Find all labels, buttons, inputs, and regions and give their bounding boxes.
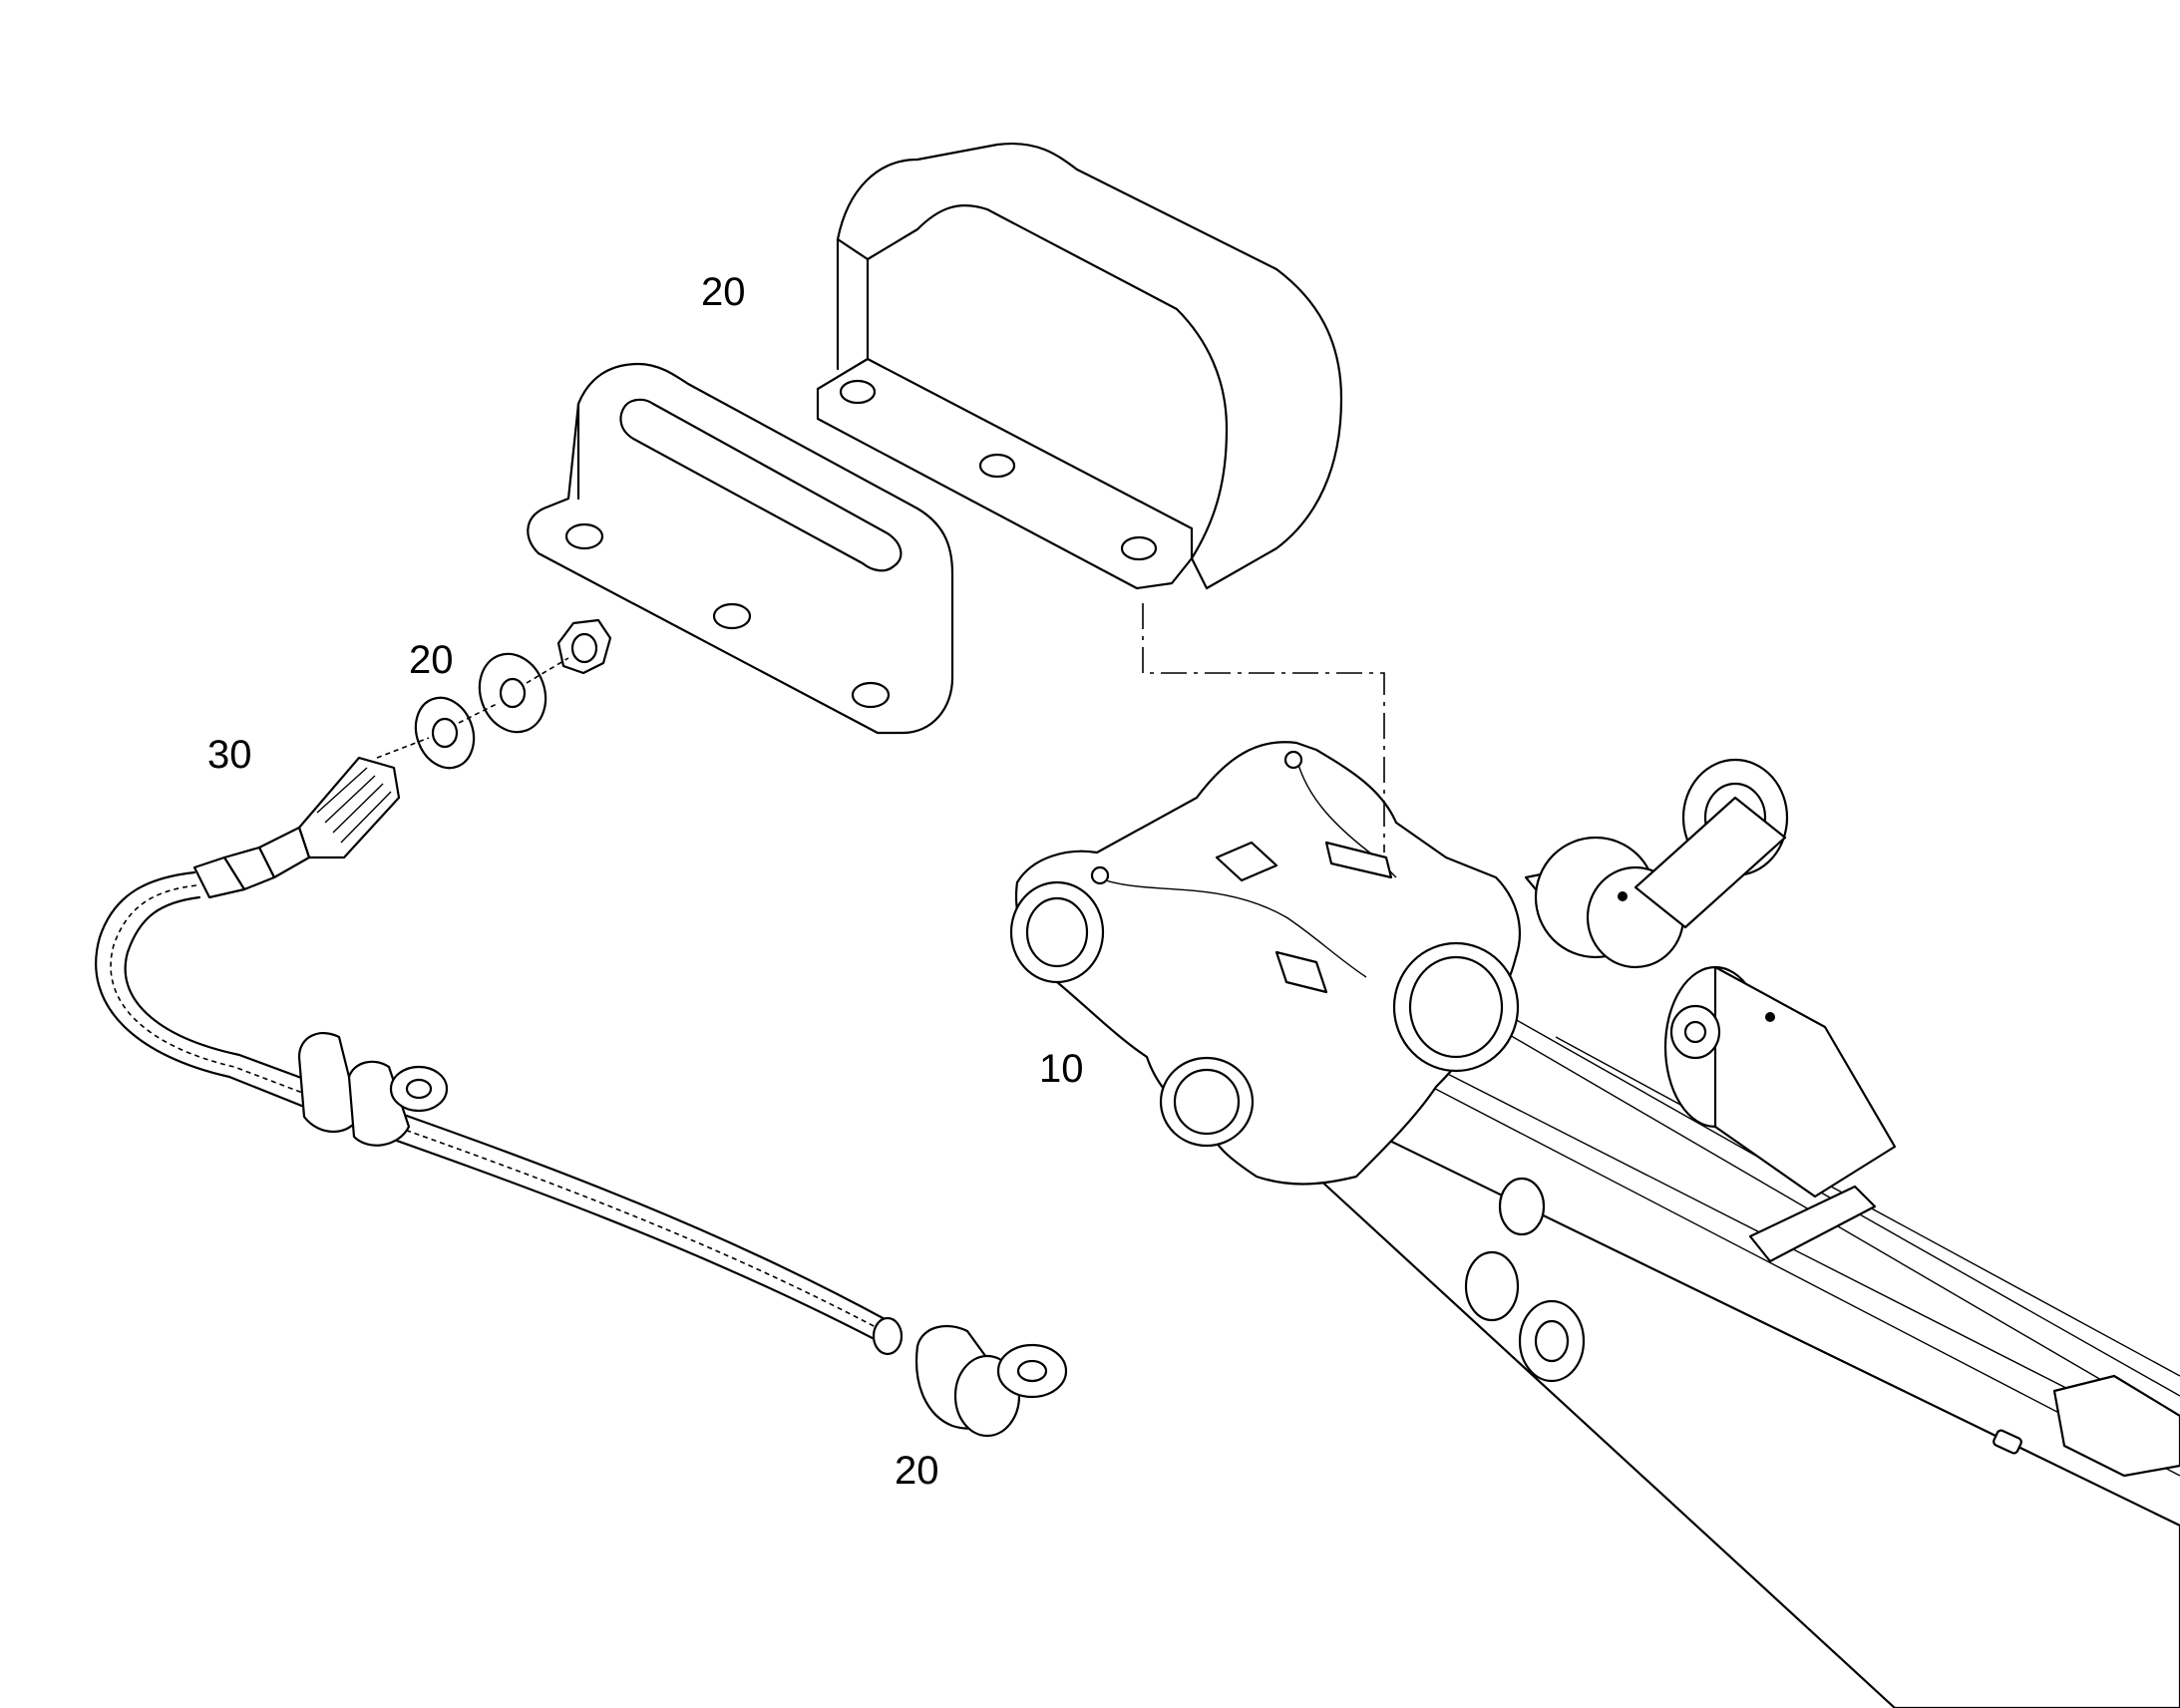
assembly-leader-line — [1142, 603, 1385, 853]
cable-clamp-right — [915, 1324, 1068, 1438]
cable-clamp-left — [297, 1032, 449, 1147]
sensor-cable — [95, 870, 904, 1356]
callout-boom: 10 — [1039, 1047, 1084, 1091]
callout-clamp: 20 — [895, 1449, 939, 1493]
callout-washer: 20 — [409, 638, 454, 682]
washers-and-nut — [376, 618, 612, 770]
callout-cover: 20 — [701, 270, 746, 314]
boom-assembly — [1009, 741, 2180, 1708]
proximity-sensor — [192, 756, 401, 899]
callout-sensor: 30 — [207, 733, 252, 777]
sensor-cover — [816, 142, 1343, 590]
mounting-bracket — [527, 362, 954, 735]
